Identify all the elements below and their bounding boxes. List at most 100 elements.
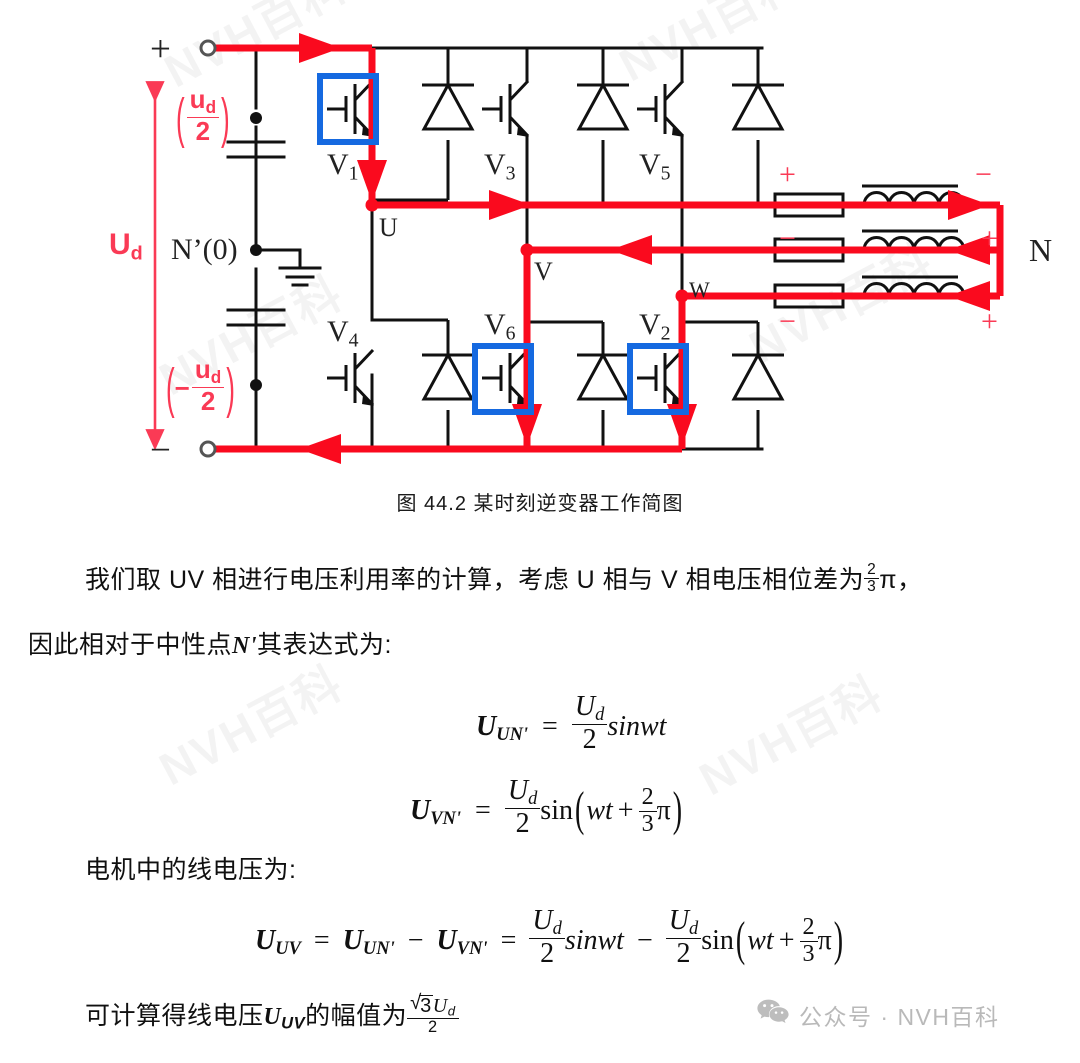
eq2-den: 2 [515,808,530,840]
eq3-fn2: sin [701,924,734,956]
phase-node-label-v: V [534,257,553,286]
paragraph-3: 电机中的线电压为: [85,856,297,884]
eq3-den2: 2 [676,938,691,970]
eq2-arg-plus: + [617,794,634,826]
eq3-arg-plus: + [778,924,795,956]
eq3-t2-u: U [436,924,457,956]
paragraph-2-text-a: 因此相对于中性点 [28,631,233,659]
inverter-circuit-diagram [0,0,1080,480]
switch-label-v1: V1 [327,148,359,185]
eq1-equals: = [542,710,558,742]
eq2-arg-pi: π [656,794,671,826]
eq3-arg-wt: wt [747,924,774,956]
eq3-t1-u: U [342,924,363,956]
ud-symbol: U [109,228,131,261]
switch-label-v3: V3 [484,148,516,185]
upper-half-den: 2 [195,115,211,146]
switch-label-v4: V4 [327,315,359,352]
figure-caption: 图 44.2 某时刻逆变器工作简图 [396,493,684,515]
eq3-equals-2: = [500,924,517,956]
eq3-lhs-sub: UV [275,938,301,959]
neutral-point-symbol: N' [232,633,258,659]
eq3-arg-pi: π [817,924,832,956]
motor-neutral-label: N [1029,232,1053,268]
polarity-w-left: − [779,305,796,338]
eq1-den: 2 [582,724,597,756]
active-switch-box-v2 [627,343,689,415]
p1-frac-den: 3 [867,577,877,595]
upper-half-sub: d [205,96,217,117]
lower-half-sub: d [210,366,222,387]
p1-comma: ， [897,566,923,594]
upper-half-u: u [189,84,206,114]
watermark: NVH百科 [686,657,893,809]
sqrt-icon: 3 [410,993,433,1017]
p4-rad-sub: d [447,1003,456,1019]
wechat-account-footer[interactable]: 公众号 · NVH百科 [757,998,1000,1032]
dc-minus-terminal-label: − [150,430,171,471]
p1-pi: π [879,566,898,594]
paragraph-4-text-b: 的幅值为 [305,1002,408,1031]
eq2-num-u: U [507,775,529,806]
eq2-arg-num: 2 [638,785,657,812]
eq3-minus-1: − [407,924,424,956]
eq3-num2-u: U [668,905,689,936]
switch-label-v6: V6 [484,308,516,345]
eq2-equals: = [475,794,491,826]
watermark: NVH百科 [146,647,353,799]
paragraph-4-text-a: 可计算得线电压 [85,1002,264,1031]
eq3-fn1: sinwt [564,924,624,956]
wechat-icon [757,999,789,1031]
paragraph-2: 因此相对于中性点N'其表达式为: [28,625,392,661]
eq1-num-sub: d [595,704,605,725]
lower-half-u: u [194,354,211,384]
eq2-arg-wt: wt [586,794,613,826]
eq3-arg-den: 3 [802,940,815,967]
wechat-account-name: 公众号 · NVH百科 [799,1004,1000,1030]
paragraph-4: 可计算得线电压UUV的幅值为3Ud2 [85,993,459,1037]
p4-rad-u: U [432,995,448,1017]
polarity-v-left: − [779,222,796,255]
eq2-lhs-u: U [410,794,431,826]
phase-node-label-u: U [379,213,398,242]
polarity-u-left: + [779,158,796,191]
eq3-den: 2 [540,938,555,970]
polarity-v-right: + [981,222,998,255]
eq1-lhs-u: U [476,710,497,742]
dc-plus-terminal-label: + [150,29,171,70]
polarity-u-right: − [975,158,992,191]
polarity-w-right: + [981,305,998,338]
eq3-num-sub: d [552,918,562,939]
p4-den: 2 [428,1018,438,1037]
eq3-t2-sub: VN' [456,938,488,959]
paragraph-1-text: 我们取 UV 相进行电压利用率的计算，考虑 U 相与 V 相电压相位差为 [85,566,865,594]
paragraph-2-text-b: 其表达式为: [257,631,392,659]
eq2-num-sub: d [528,788,538,809]
active-switch-box-v1 [317,73,379,145]
p4-rad-value: 3 [419,995,433,1017]
eq2-arg-den: 3 [641,810,654,837]
eq3-t1-sub: UN' [362,938,395,959]
p4-uuv-u: U [263,1004,282,1031]
eq2-lhs-sub: VN' [430,808,462,829]
phase-node-label-w: W [689,277,710,302]
eq3-minus-2: − [636,924,653,956]
switch-label-v2: V2 [639,308,671,345]
eq1-num-u: U [574,691,596,722]
eq2-fn: sin [540,794,573,826]
eq1-lhs-sub: UN' [496,724,529,745]
eq3-lhs-u: U [255,924,276,956]
eq3-num2-sub: d [689,918,699,939]
dc-midpoint-label: N’(0) [171,233,238,266]
active-switch-box-v6 [472,343,534,415]
p1-frac-num: 2 [864,561,880,579]
eq3-num-u: U [532,905,553,936]
eq1-fn: sinwt [607,710,667,742]
dc-bus-total-voltage-label: Ud [109,228,143,266]
